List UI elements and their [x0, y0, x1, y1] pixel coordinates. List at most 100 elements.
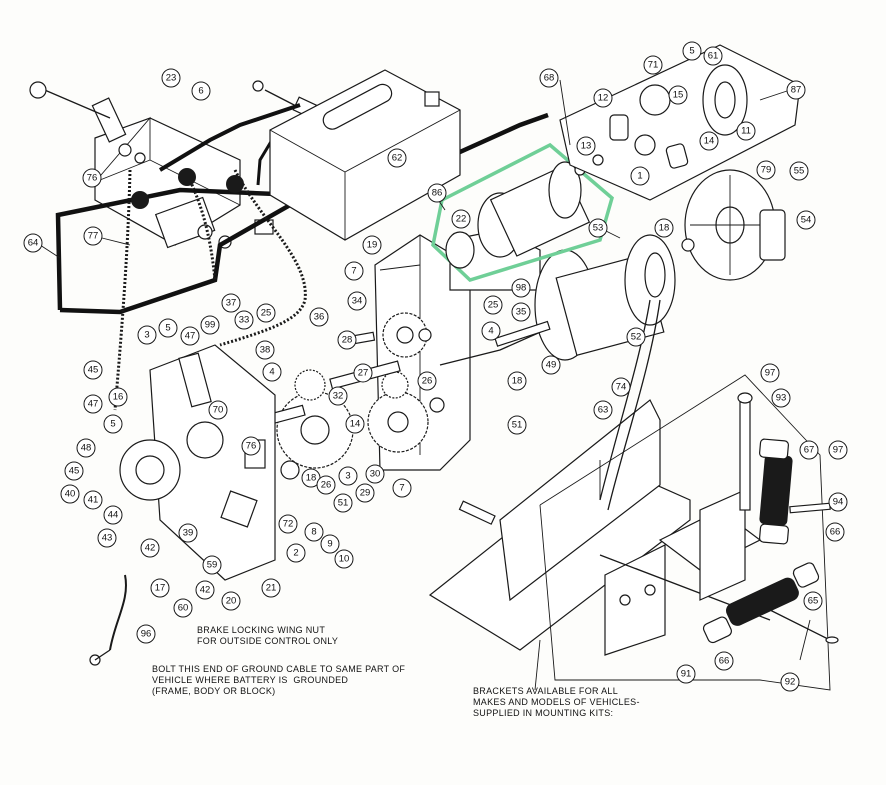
- callout-label: 71: [648, 60, 659, 71]
- callout-label: 42: [145, 543, 156, 554]
- callout-label: 93: [776, 393, 787, 404]
- callout-label: 14: [704, 136, 715, 147]
- callout-label: 77: [88, 231, 99, 242]
- callout-label: 47: [88, 399, 99, 410]
- callout-label: 41: [88, 495, 99, 506]
- callout-40: 40: [60, 484, 80, 504]
- callout-41: 41: [83, 490, 103, 510]
- callout-label: 70: [213, 405, 224, 416]
- callout-label: 94: [833, 497, 844, 508]
- callout-76b: 76: [241, 436, 261, 456]
- callout-12: 12: [593, 88, 613, 108]
- callout-25: 25: [256, 303, 276, 323]
- callout-label: 4: [488, 326, 493, 337]
- callout-label: 60: [178, 603, 189, 614]
- callout-32: 32: [328, 386, 348, 406]
- callout-label: 22: [456, 214, 467, 225]
- callout-11: 11: [736, 121, 756, 141]
- callout-label: 3: [345, 471, 350, 482]
- callout-label: 6: [198, 86, 203, 97]
- callout-label: 5: [689, 46, 694, 57]
- connection-dot: [178, 168, 196, 186]
- callout-9: 9: [320, 534, 340, 554]
- callout-label: 67: [804, 445, 815, 456]
- ground-cable-note: BOLT THIS END OF GROUND CABLE TO SAME PA…: [152, 664, 406, 696]
- callout-label: 51: [512, 420, 523, 431]
- callout-45b: 45: [64, 461, 84, 481]
- callout-label: 65: [808, 596, 819, 607]
- part-callouts: 23 6 76 77 64 3 5 47 99 37 33 25 36 38 4…: [23, 41, 848, 692]
- callout-42b: 42: [195, 580, 215, 600]
- callout-label: 28: [342, 335, 353, 346]
- callout-label: 15: [673, 90, 684, 101]
- battery: [269, 69, 461, 241]
- callout-3: 3: [137, 325, 157, 345]
- callout-label: 52: [631, 332, 642, 343]
- callout-label: 25: [261, 308, 272, 319]
- callout-20: 20: [221, 591, 241, 611]
- callout-63: 63: [593, 400, 613, 420]
- brake-side-plate: [119, 344, 276, 581]
- callout-98: 98: [511, 278, 531, 298]
- callout-3b: 3: [338, 466, 358, 486]
- callout-66: 66: [825, 522, 845, 542]
- callout-label: 42: [200, 585, 211, 596]
- callout-label: 10: [339, 554, 350, 565]
- callout-label: 79: [761, 165, 772, 176]
- callout-label: 39: [183, 528, 194, 539]
- callout-label: 32: [333, 391, 344, 402]
- callout-92: 92: [780, 672, 800, 692]
- callout-6: 6: [191, 81, 211, 101]
- callout-28: 28: [337, 330, 357, 350]
- callout-label: 36: [314, 312, 325, 323]
- callout-label: 97: [833, 445, 844, 456]
- callout-93: 93: [771, 388, 791, 408]
- brake-wheel: [681, 169, 786, 281]
- callout-30: 30: [365, 464, 385, 484]
- callout-label: 2: [293, 548, 298, 559]
- callout-label: 25: [488, 300, 499, 311]
- callout-label: 18: [512, 376, 523, 387]
- brake-wing-nut-note: BRAKE LOCKING WING NUT FOR OUTSIDE CONTR…: [197, 625, 339, 646]
- callout-label: 13: [581, 141, 592, 152]
- callout-35: 35: [511, 302, 531, 322]
- callout-label: 18: [306, 473, 317, 484]
- kit-outline: [539, 374, 831, 691]
- callout-29: 29: [355, 483, 375, 503]
- callout-4: 4: [262, 362, 282, 382]
- mounting-bracket: [428, 399, 771, 656]
- callout-49: 49: [541, 355, 561, 375]
- callout-18b: 18: [507, 371, 527, 391]
- callout-5b: 5: [103, 414, 123, 434]
- callout-label: 48: [81, 443, 92, 454]
- callout-label: 33: [239, 315, 250, 326]
- callout-96: 96: [136, 624, 156, 644]
- callout-99: 99: [200, 315, 220, 335]
- callout-47: 47: [180, 326, 200, 346]
- callout-94: 94: [828, 492, 848, 512]
- callout-72: 72: [278, 514, 298, 534]
- callout-15: 15: [668, 85, 688, 105]
- callout-14: 14: [345, 414, 365, 434]
- callout-label: 1: [637, 171, 642, 182]
- callout-label: 66: [719, 656, 730, 667]
- ground-cable: [89, 574, 127, 666]
- callout-label: 51: [338, 498, 349, 509]
- callout-44: 44: [103, 505, 123, 525]
- callout-2: 2: [286, 543, 306, 563]
- callout-label: 98: [516, 283, 527, 294]
- callout-47b: 47: [83, 394, 103, 414]
- callout-label: 53: [593, 223, 604, 234]
- callout-label: 99: [205, 320, 216, 331]
- callout-17: 17: [150, 578, 170, 598]
- callout-label: 66: [830, 527, 841, 538]
- callout-label: 62: [392, 153, 403, 164]
- callout-66b: 66: [714, 651, 734, 671]
- callout-label: 63: [598, 405, 609, 416]
- callout-22: 22: [451, 209, 471, 229]
- callout-45: 45: [83, 360, 103, 380]
- callout-34: 34: [347, 291, 367, 311]
- callout-4b: 4: [481, 321, 501, 341]
- callout-59: 59: [202, 555, 222, 575]
